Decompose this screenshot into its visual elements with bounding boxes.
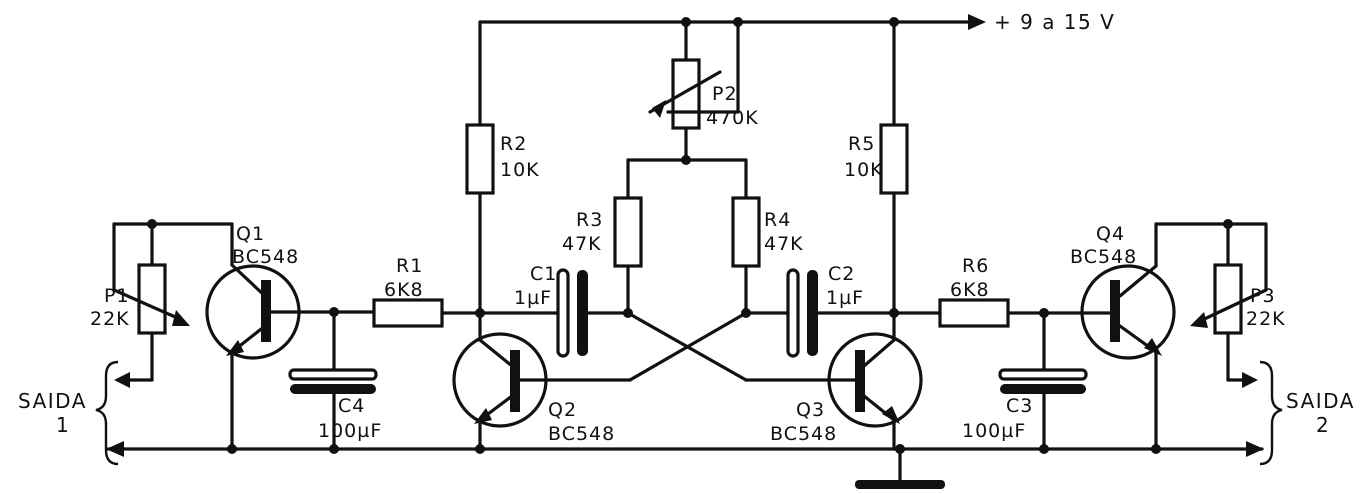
resistor-r5 — [879, 123, 909, 342]
q3-value: BC548 — [770, 423, 837, 445]
q4-value: BC548 — [1070, 246, 1137, 268]
r3-value: 47K — [562, 233, 602, 255]
cross-coupling — [626, 311, 858, 382]
transistor-q4 — [1080, 222, 1176, 451]
transistor-q3 — [827, 332, 923, 451]
ground-rail — [106, 441, 1264, 489]
r4-value: 47K — [764, 233, 804, 255]
p1-value: 22K — [90, 308, 130, 330]
resistor-r3 — [613, 158, 748, 315]
q1-ref: Q1 — [236, 223, 265, 245]
p3-value: 22K — [1246, 308, 1286, 330]
p2-value: 470K — [706, 107, 759, 129]
r1-ref: R1 — [396, 255, 423, 277]
output-2-number: 2 — [1316, 413, 1330, 437]
q2-value: BC548 — [548, 423, 615, 445]
supply-label: + 9 a 15 V — [994, 10, 1115, 34]
r4-ref: R4 — [764, 209, 791, 231]
p3-ref: P3 — [1250, 285, 1276, 307]
r6-ref: R6 — [962, 255, 989, 277]
c3-value: 100µF — [962, 420, 1026, 442]
q1-value: BC548 — [232, 246, 299, 268]
resistor-r4 — [731, 158, 761, 315]
c4-ref: C4 — [338, 395, 365, 417]
output-brace-right — [1259, 360, 1283, 466]
output-1-label: SAIDA — [18, 389, 87, 413]
transistor-q1 — [205, 222, 380, 451]
c2-ref: C2 — [828, 263, 855, 285]
r1-value: 6K8 — [384, 279, 424, 301]
output-brace-left — [95, 360, 119, 466]
c3-ref: C3 — [1006, 395, 1033, 417]
potentiometer-p2 — [648, 58, 740, 162]
c2-value: 1µF — [826, 287, 864, 309]
r6-value: 6K8 — [950, 279, 990, 301]
c4-value: 100µF — [318, 420, 382, 442]
output-2-label: SAIDA — [1286, 389, 1355, 413]
resistor-r2 — [465, 123, 495, 342]
c1-ref: C1 — [530, 263, 557, 285]
c1-value: 1µF — [514, 287, 552, 309]
r5-value: 10K — [844, 159, 884, 181]
capacitor-c3 — [998, 311, 1088, 451]
potentiometer-p3 — [1154, 222, 1268, 388]
resistor-r6 — [938, 298, 1112, 328]
q3-ref: Q3 — [796, 399, 825, 421]
p2-ref: P2 — [712, 83, 738, 105]
r5-ref: R5 — [848, 133, 875, 155]
capacitor-c1 — [556, 268, 630, 358]
q2-ref: Q2 — [548, 399, 577, 421]
junction-dots — [147, 17, 1233, 454]
q4-ref: Q4 — [1096, 223, 1125, 245]
capacitor-c2 — [744, 268, 942, 358]
p1-ref: P1 — [104, 285, 130, 307]
resistor-r1 — [372, 298, 560, 328]
r3-ref: R3 — [576, 209, 603, 231]
r2-ref: R2 — [500, 133, 527, 155]
output-1-number: 1 — [56, 413, 70, 437]
capacitor-c4 — [288, 310, 378, 451]
r2-value: 10K — [500, 159, 540, 181]
supply-rail — [478, 14, 986, 127]
potentiometer-p1 — [112, 222, 234, 388]
